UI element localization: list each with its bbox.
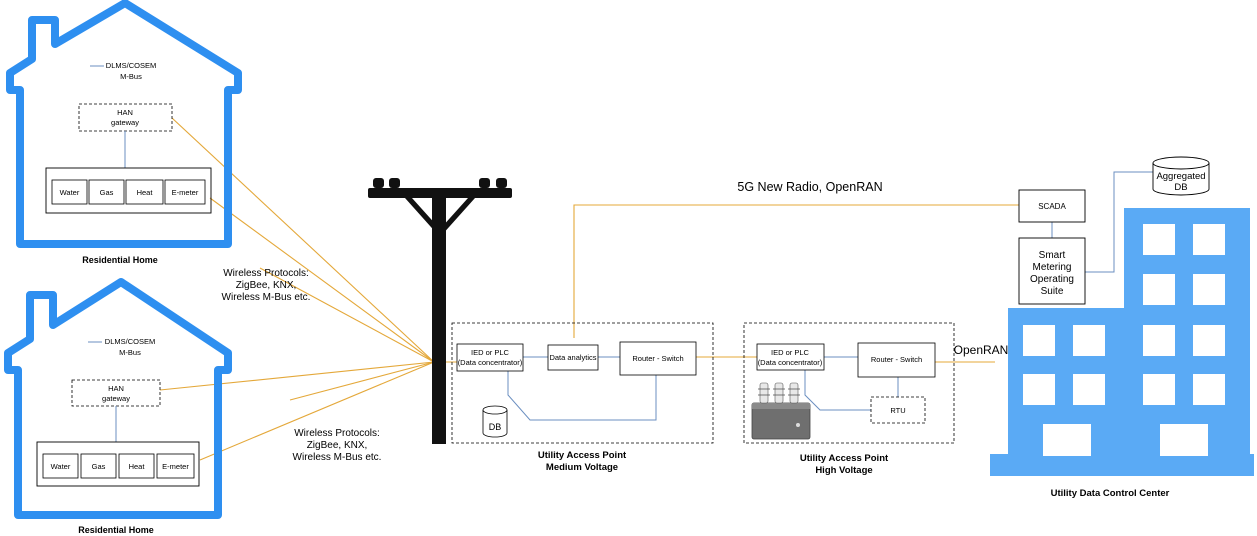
aggregated-db-line1: Aggregated <box>1156 171 1205 182</box>
house-1-protocol-line1: DLMS/COSEM <box>106 61 156 70</box>
house-1-meter-gas <box>88 179 125 205</box>
house-1-meter-water <box>51 179 88 205</box>
house-2-meter-water-label: Water <box>51 462 71 471</box>
wireless-links <box>159 117 457 461</box>
house-1-meter-heat-label: Heat <box>137 188 154 197</box>
svg-text:Suite: Suite <box>1041 286 1064 297</box>
hv-caption-line1: Utility Access Point <box>800 453 889 464</box>
hv-ied-line2: (Data concentrator) <box>758 358 823 367</box>
mv-caption-line1: Utility Access Point <box>538 450 627 461</box>
openran-label: OpenRAN <box>954 343 1009 357</box>
svg-text:ZigBee, KNX,: ZigBee, KNX, <box>236 280 297 291</box>
house-1-meter-gas-label: Gas <box>100 188 114 197</box>
mv-boundary <box>451 322 714 444</box>
house-2-meter-gas-label: Gas <box>92 462 106 471</box>
svg-text:Smart: Smart <box>1039 250 1066 261</box>
access-point-medium-voltage: IED or PLC (Data concentrator) Data anal… <box>451 322 714 473</box>
scada-box <box>1018 189 1086 223</box>
house-2-meter-heat-label: Heat <box>129 462 146 471</box>
residential-home-2: DLMS/COSEM M-Bus HAN gateway Water Gas H… <box>4 278 232 535</box>
house-2-caption: Residential Home <box>78 525 154 535</box>
house-2-meter-heat <box>118 453 155 479</box>
aggregated-db-icon <box>1152 156 1210 196</box>
mv-ied-line1: IED or PLC <box>471 348 510 357</box>
svg-text:Wireless Protocols:: Wireless Protocols: <box>294 428 380 439</box>
svg-text:Operating: Operating <box>1030 274 1074 285</box>
network-label: 5G New Radio, OpenRAN <box>737 180 882 194</box>
backhaul-links <box>573 204 1019 363</box>
hv-router-label: Router - Switch <box>871 355 922 364</box>
hv-boundary <box>743 322 955 444</box>
house-1-meter-water-label: Water <box>60 188 80 197</box>
house-1-meter-emeter <box>164 179 206 205</box>
control-center-building-icon <box>990 208 1254 476</box>
aggregated-db-line2: DB <box>1174 182 1187 193</box>
house-2-meter-gas <box>80 453 117 479</box>
house-2-meter-emeter <box>156 453 195 479</box>
svg-text:Wireless M-Bus etc.: Wireless M-Bus etc. <box>293 452 382 463</box>
scada-label: SCADA <box>1038 202 1066 211</box>
control-center-caption: Utility Data Control Center <box>1051 488 1170 499</box>
svg-text:Wireless Protocols:: Wireless Protocols: <box>223 268 309 279</box>
mv-router-box <box>619 341 697 376</box>
house-2-meter-water <box>42 453 79 479</box>
transformer-icon <box>751 382 811 440</box>
house-2-han-line2: gateway <box>102 394 130 403</box>
mv-ied-line2: (Data concentrator) <box>458 358 523 367</box>
mv-ied-box <box>456 343 524 372</box>
house-2-meter-panel <box>36 441 200 487</box>
mv-db-label: DB <box>489 422 502 432</box>
house-1-han-line2: gateway <box>111 118 139 127</box>
house-2-protocol-line2: M-Bus <box>119 348 141 357</box>
svg-text:Metering: Metering <box>1033 262 1072 273</box>
house-2-protocol-line1: DLMS/COSEM <box>105 337 155 346</box>
hv-caption-line2: High Voltage <box>815 465 872 476</box>
wireless-label-1: Wireless Protocols: ZigBee, KNX, Wireles… <box>222 268 311 303</box>
utility-pole-icon <box>368 178 512 444</box>
house-1-caption: Residential Home <box>82 255 158 265</box>
house-1-outline <box>6 0 242 248</box>
mv-analytics-box <box>547 344 599 371</box>
wireless-label-2: Wireless Protocols: ZigBee, KNX, Wireles… <box>293 428 382 463</box>
hv-rtu-box <box>870 396 926 424</box>
house-2-meter-emeter-label: E-meter <box>162 462 189 471</box>
hv-router-box <box>857 342 936 378</box>
house-1-meter-emeter-label: E-meter <box>172 188 199 197</box>
house-2-han-line1: HAN <box>108 384 124 393</box>
control-center-components: SCADA Smart Metering Operating Suite Agg… <box>1018 156 1210 499</box>
hv-ied-box <box>756 343 825 371</box>
hv-ied-line1: IED or PLC <box>771 348 810 357</box>
access-point-high-voltage: IED or PLC (Data concentrator) Router - … <box>743 322 955 476</box>
hv-rtu-label: RTU <box>890 406 905 415</box>
house-1-meter-heat <box>125 179 164 205</box>
house-1-protocol-line2: M-Bus <box>120 72 142 81</box>
mv-db-icon <box>482 405 508 438</box>
svg-text:Wireless M-Bus etc.: Wireless M-Bus etc. <box>222 292 311 303</box>
house-1-han-line1: HAN <box>117 108 133 117</box>
mv-analytics-label: Data analytics <box>549 353 596 362</box>
svg-text:ZigBee, KNX,: ZigBee, KNX, <box>307 440 368 451</box>
house-1-han-gateway <box>78 103 173 132</box>
mv-caption-line2: Medium Voltage <box>546 462 618 473</box>
house-2-outline <box>4 278 232 519</box>
house-1-meter-panel <box>45 167 212 214</box>
sms-box <box>1018 237 1086 305</box>
residential-home-1: DLMS/COSEM M-Bus HAN gateway Water Gas H… <box>6 0 242 265</box>
mv-router-label: Router - Switch <box>632 354 683 363</box>
